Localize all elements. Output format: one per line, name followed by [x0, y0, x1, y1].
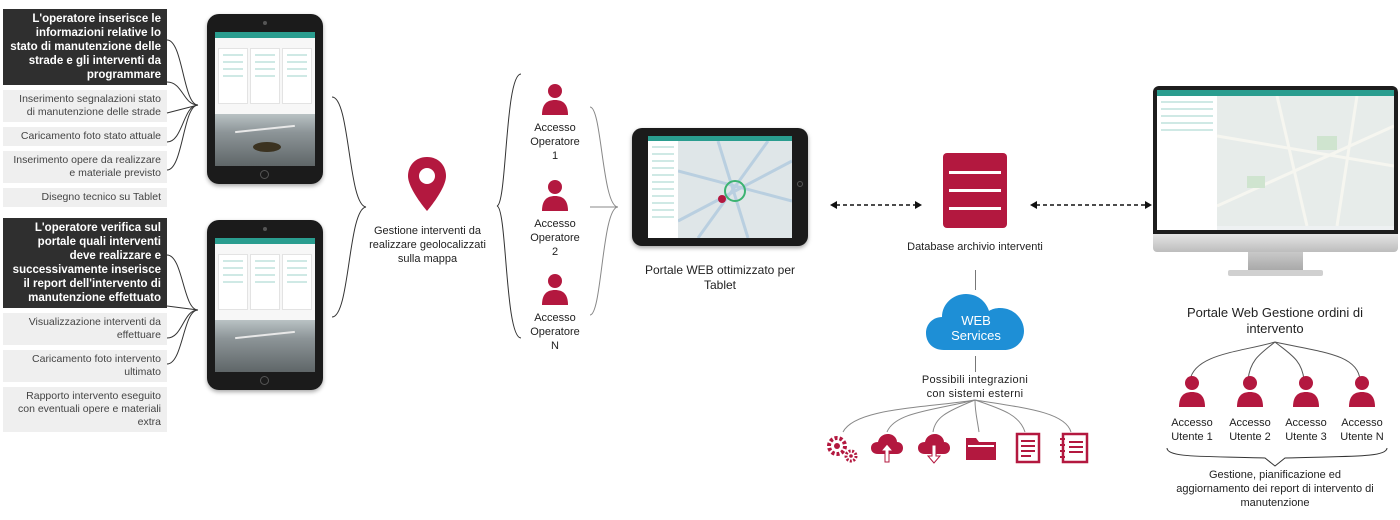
- cloud-icon: [924, 288, 1028, 354]
- integrations-label: Possibili integrazioni con sistemi ester…: [921, 374, 1029, 400]
- operator-label: Accesso Operatore N: [530, 312, 580, 352]
- database-label: Database archivio interventi: [907, 241, 1043, 253]
- tablet-portal-label: Portale WEB ottimizzato per Tablet: [644, 263, 796, 292]
- web-services-line1: WEB: [961, 313, 991, 328]
- left-top-item: Caricamento foto stato attuale: [3, 127, 167, 146]
- user-icon: [1293, 376, 1319, 407]
- left-bottom-item: Caricamento foto intervento ultimato: [3, 350, 167, 382]
- map-view: [678, 141, 792, 238]
- user-icon: [542, 84, 568, 115]
- sync-arrow-left: [830, 201, 922, 209]
- tablet-report: [207, 220, 323, 390]
- user-label-line2: Utente 1: [1171, 431, 1213, 443]
- left-bottom-header: L'operatore verifica sul portale quali i…: [3, 218, 167, 308]
- tablet-portal: [632, 128, 808, 246]
- user-icon: [1349, 376, 1375, 407]
- geo-label: Gestione interventi da realizzare geoloc…: [369, 225, 486, 265]
- notepad-icon: [1058, 432, 1092, 469]
- brace-operators: [496, 73, 522, 339]
- database-icon: [943, 153, 1007, 228]
- operator-label: Accesso Operatore 1: [530, 122, 580, 162]
- web-services-label: WEB Services: [924, 313, 1028, 343]
- desktop-screen: [1157, 90, 1394, 230]
- user-label-line2: Utente N: [1340, 431, 1384, 443]
- left-bottom-item: Visualizzazione interventi da effettuare: [3, 313, 167, 345]
- left-bottom-item: Rapporto intervento eseguito con eventua…: [3, 387, 167, 432]
- sync-arrow-right: [1030, 201, 1152, 209]
- operator-2: Accesso Operatore 2: [520, 178, 590, 258]
- cloud-upload-icon: [870, 432, 904, 469]
- desktop-map: [1217, 96, 1394, 226]
- user-label-line1: Accesso: [1171, 417, 1213, 429]
- document-icon: [1013, 432, 1043, 469]
- operator-n: Accesso Operatore N: [520, 272, 590, 352]
- user-label-3: Accesso Utente 3: [1280, 416, 1332, 444]
- tablet-input: [207, 14, 323, 184]
- left-top-group: L'operatore inserisce le informazioni re…: [3, 9, 167, 212]
- user-label-line1: Accesso: [1341, 417, 1383, 429]
- gears-icon: [825, 432, 859, 469]
- user-label-2: Accesso Utente 2: [1224, 416, 1276, 444]
- user-icon: [542, 180, 568, 211]
- users-fan: [1189, 341, 1361, 381]
- operators-connectors: [589, 106, 619, 316]
- desktop-portal-label: Portale Web Gestione ordini di intervent…: [1186, 305, 1364, 336]
- cloud-integration-connector: [975, 356, 976, 372]
- operator-label: Accesso Operatore 2: [530, 218, 580, 258]
- user-label-line1: Accesso: [1285, 417, 1327, 429]
- user-icon: [1237, 376, 1263, 407]
- desktop-monitor: [1153, 86, 1398, 286]
- folder-icon: [964, 434, 998, 467]
- user-icon: [542, 274, 568, 305]
- operator-1: Accesso Operatore 1: [520, 82, 590, 162]
- user-label-n: Accesso Utente N: [1336, 416, 1388, 444]
- user-1: [1172, 374, 1212, 413]
- user-label-1: Accesso Utente 1: [1166, 416, 1218, 444]
- left-bottom-group: L'operatore verifica sul portale quali i…: [3, 218, 167, 437]
- cloud-download-icon: [917, 432, 951, 469]
- left-top-item: Disegno tecnico su Tablet: [3, 188, 167, 207]
- brace-tablets: [331, 96, 367, 318]
- integrations-fan: [842, 399, 1072, 433]
- web-services-line2: Services: [951, 328, 1001, 343]
- user-icon: [1179, 376, 1205, 407]
- left-top-item: Inserimento segnalazioni stato di manute…: [3, 90, 167, 122]
- user-label-line2: Utente 3: [1285, 431, 1327, 443]
- management-label: Gestione, pianificazione ed aggiornament…: [1176, 469, 1374, 509]
- left-connectors: [166, 39, 199, 365]
- users-brace: [1166, 447, 1388, 467]
- left-top-header: L'operatore inserisce le informazioni re…: [3, 9, 167, 85]
- left-top-item: Inserimento opere da realizzare e materi…: [3, 151, 167, 183]
- user-2: [1230, 374, 1270, 413]
- user-3: [1286, 374, 1326, 413]
- db-cloud-connector: [975, 270, 976, 290]
- map-pin-icon: [405, 155, 449, 213]
- user-label-line2: Utente 2: [1229, 431, 1271, 443]
- user-n: [1342, 374, 1382, 413]
- user-label-line1: Accesso: [1229, 417, 1271, 429]
